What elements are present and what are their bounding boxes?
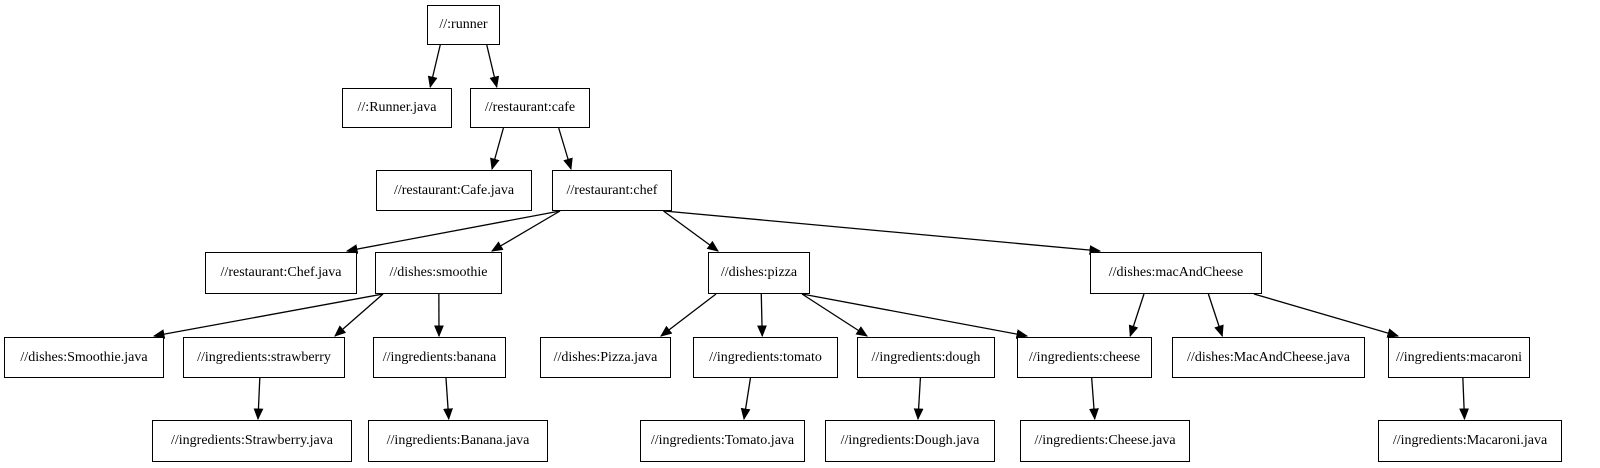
graph-node-dough: //ingredients:dough	[857, 337, 995, 378]
edge-macaroni-to-macaroni-java	[1459, 377, 1469, 421]
edge-runner-to-runner-java	[427, 44, 441, 89]
edge-tomato-to-tomato-java	[740, 377, 752, 421]
edge-chef-to-pizza	[663, 210, 719, 252]
graph-node-smoothie: //dishes:smoothie	[375, 252, 502, 294]
edge-mac-and-cheese-to-mac-and-cheese-java	[1207, 293, 1224, 338]
graph-node-pizza: //dishes:pizza	[708, 252, 810, 294]
graph-node-tomato: //ingredients:tomato	[693, 337, 838, 378]
graph-node-mac-and-cheese: //dishes:macAndCheese	[1090, 252, 1262, 294]
edge-smoothie-to-smoothie-java	[152, 293, 384, 339]
graph-node-macaroni-java: //ingredients:Macaroni.java	[1378, 420, 1562, 462]
graph-node-chef-java: //restaurant:Chef.java	[205, 252, 357, 294]
edge-cheese-to-cheese-java	[1089, 377, 1099, 421]
edge-smoothie-to-strawberry	[334, 293, 384, 337]
graph-node-pizza-java: //dishes:Pizza.java	[540, 337, 671, 378]
graph-node-banana: //ingredients:banana	[373, 337, 506, 378]
graph-node-strawberry: //ingredients:strawberry	[183, 337, 345, 378]
edge-dough-to-dough-java	[913, 377, 924, 421]
edge-banana-to-banana-java	[443, 377, 453, 421]
graph-node-cheese: //ingredients:cheese	[1017, 337, 1152, 378]
graph-node-smoothie-java: //dishes:Smoothie.java	[4, 337, 164, 378]
graph-node-tomato-java: //ingredients:Tomato.java	[640, 420, 805, 462]
edge-chef-to-chef-java	[345, 210, 561, 254]
edge-runner-to-cafe	[486, 44, 500, 89]
edge-chef-to-smoothie	[490, 210, 561, 252]
edge-cafe-to-chef	[558, 127, 573, 171]
edge-mac-and-cheese-to-macaroni	[1253, 293, 1400, 338]
edge-chef-to-mac-and-cheese	[663, 210, 1102, 255]
graph-node-strawberry-java: //ingredients:Strawberry.java	[152, 420, 352, 462]
edge-strawberry-to-strawberry-java	[253, 377, 264, 421]
graph-node-runner-java: //:Runner.java	[342, 88, 452, 128]
graph-node-banana-java: //ingredients:Banana.java	[368, 420, 548, 462]
graph-node-chef: //restaurant:chef	[552, 170, 672, 211]
edge-pizza-to-cheese	[801, 293, 1029, 339]
edge-cafe-to-cafe-java	[490, 127, 505, 171]
edge-pizza-to-dough	[801, 293, 868, 337]
graph-node-cheese-java: //ingredients:Cheese.java	[1020, 420, 1190, 462]
edge-pizza-to-tomato	[757, 293, 767, 338]
graph-node-mac-and-cheese-java: //dishes:MacAndCheese.java	[1172, 337, 1365, 378]
edge-mac-and-cheese-to-cheese	[1128, 293, 1145, 338]
graph-node-cafe: //restaurant:cafe	[470, 88, 590, 128]
graph-node-dough-java: //ingredients:Dough.java	[825, 420, 995, 462]
graph-node-macaroni: //ingredients:macaroni	[1388, 337, 1530, 378]
edge-pizza-to-pizza-java	[660, 293, 717, 337]
graph-node-runner: //:runner	[427, 5, 500, 45]
graph-node-cafe-java: //restaurant:Cafe.java	[376, 170, 532, 211]
